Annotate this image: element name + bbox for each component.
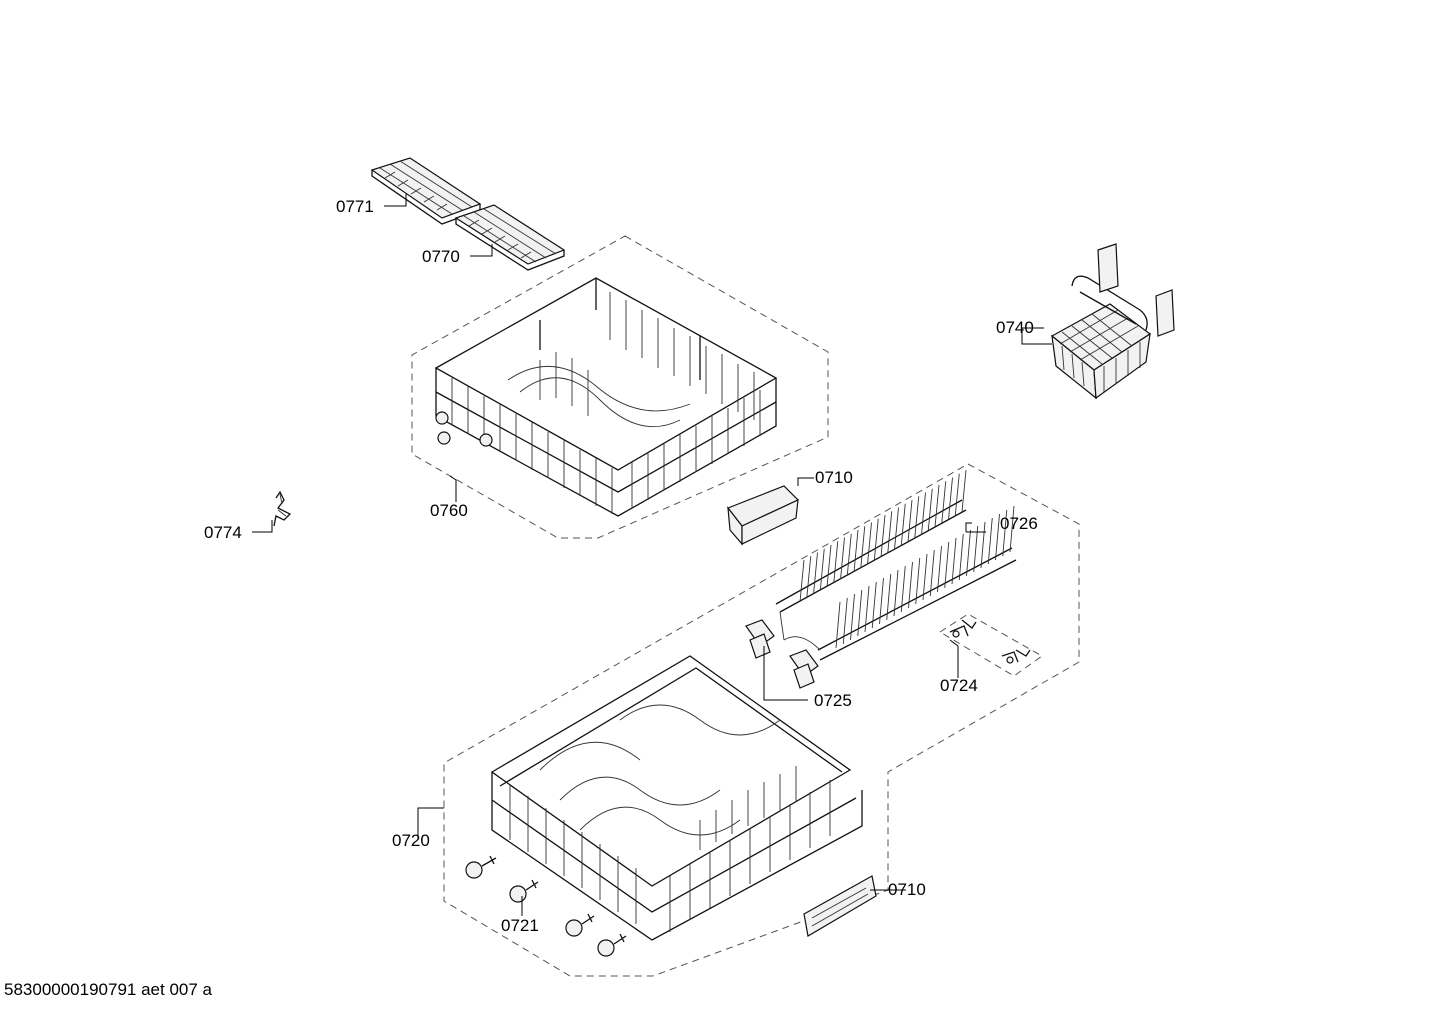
- handle-lower-drawing: [803, 875, 877, 937]
- label-0710-upper: 0710: [815, 468, 853, 487]
- drawing-number: 58300000190791 aet 007 a: [4, 980, 212, 999]
- handle-upper-drawing: [727, 485, 800, 546]
- label-0740: 0740: [996, 318, 1034, 337]
- label-0771: 0771: [336, 197, 374, 216]
- lower-basket-assembly-outline: [443, 463, 1080, 977]
- folding-tine-rack-drawing: [775, 469, 1017, 661]
- label-0720: 0720: [392, 831, 430, 850]
- label-0721: 0721: [501, 916, 539, 935]
- label-0724: 0724: [940, 676, 978, 695]
- tine-holder-drawing: [745, 619, 819, 689]
- holder-set-drawing: [939, 613, 1043, 677]
- upper-basket-drawing: [434, 277, 778, 517]
- label-0774: 0774: [204, 523, 242, 542]
- label-0710-lower: 0710: [888, 880, 926, 899]
- upper-basket-assembly-outline: [411, 235, 829, 539]
- label-0725: 0725: [814, 691, 852, 710]
- lower-basket-drawing: [490, 655, 863, 941]
- tray-insert-lower-drawing: [454, 204, 566, 271]
- part-labels: 0771 0770 0740 0760 0710 0774 0726 0725 …: [204, 197, 1038, 935]
- clip-drawing: [273, 490, 292, 527]
- leader-lines: [252, 194, 1052, 916]
- label-0726: 0726: [1000, 514, 1038, 533]
- tray-insert-upper-drawing: [370, 157, 482, 225]
- cutlery-basket-drawing: [1050, 243, 1175, 400]
- label-0770: 0770: [422, 247, 460, 266]
- label-0760: 0760: [430, 501, 468, 520]
